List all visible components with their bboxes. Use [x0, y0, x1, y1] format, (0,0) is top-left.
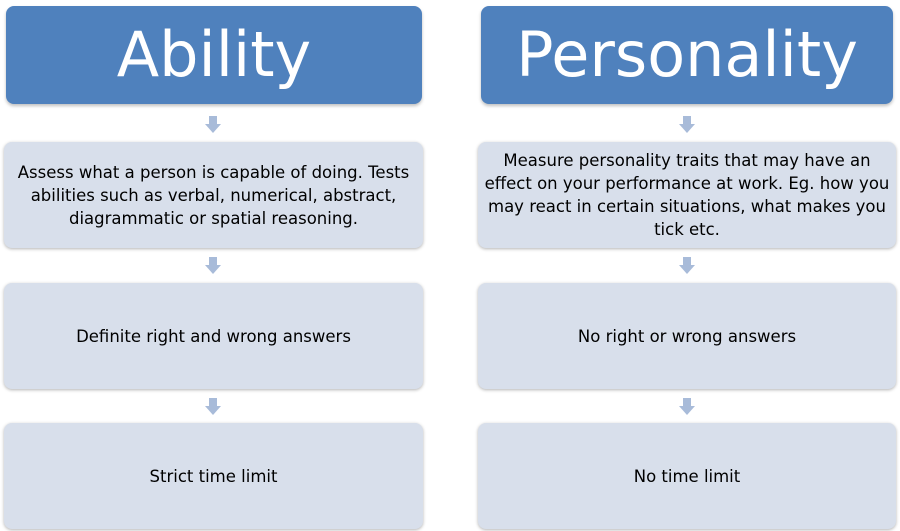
personality-box-answers: No right or wrong answers: [478, 283, 896, 389]
personality-box-description-text: Measure personality traits that may have…: [484, 151, 890, 239]
ability-box-description-text: Assess what a person is capable of doing…: [17, 162, 410, 228]
down-arrow-icon: [679, 257, 695, 275]
personality-box-answers-text: No right or wrong answers: [577, 326, 797, 346]
ability-box-time-text: Strict time limit: [149, 466, 278, 486]
ability-box-answers: Definite right and wrong answers: [4, 283, 423, 389]
ability-box-description: Assess what a person is capable of doing…: [4, 142, 423, 248]
down-arrow-icon: [205, 116, 221, 134]
down-arrow-icon: [205, 398, 221, 416]
ability-box-answers-text: Definite right and wrong answers: [76, 326, 351, 346]
ability-header: Ability: [6, 6, 422, 104]
personality-box-time-text: No time limit: [633, 466, 741, 486]
down-arrow-icon: [205, 257, 221, 275]
down-arrow-icon: [679, 116, 695, 134]
ability-box-time: Strict time limit: [4, 423, 423, 529]
personality-box-description: Measure personality traits that may have…: [478, 142, 896, 248]
down-arrow-icon: [679, 398, 695, 416]
personality-box-time: No time limit: [478, 423, 896, 529]
personality-header: Personality: [481, 6, 893, 104]
ability-header-label: Ability: [116, 18, 312, 91]
personality-header-label: Personality: [516, 18, 858, 91]
